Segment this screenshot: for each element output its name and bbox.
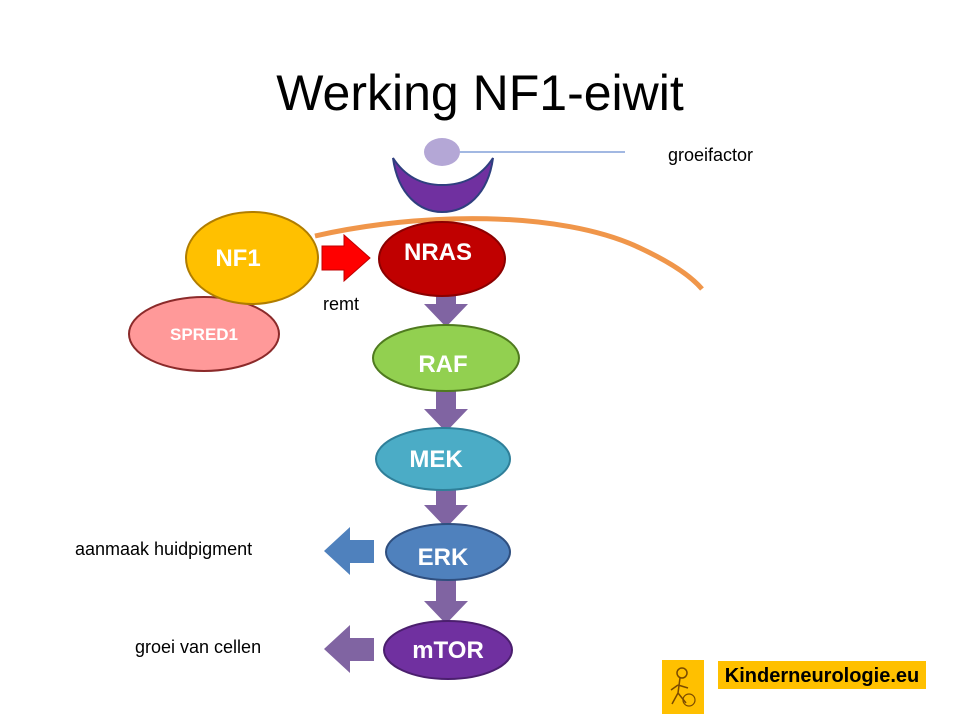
cell-membrane [314,216,704,291]
nras-label: NRAS [404,239,472,266]
erk-label: ERK [418,544,469,571]
slide-title: Werking NF1-eiwit [276,65,684,121]
inhibit-label: remt [323,294,359,314]
receptor [392,157,494,214]
arrow-erk-mtor [424,578,468,624]
nf1-node [185,211,319,305]
pigment-label: aanmaak huidpigment [75,539,252,559]
mek-node [375,427,511,491]
brand-logo-icon [662,660,704,714]
brand-banner [718,661,926,689]
mek-label: MEK [409,446,463,473]
inhibit-arrow [321,233,371,283]
growth-factor [424,138,460,166]
cell-growth-label: groei van cellen [135,637,261,657]
nf1-label: NF1 [215,245,260,272]
nras-node [378,221,506,297]
spred1-node [128,296,280,372]
arrow-nras-raf [424,281,468,327]
mtor-label: mTOR [412,637,484,664]
arrow-mtor-output [324,625,374,673]
arrow-mek-erk [424,482,468,528]
arrow-raf-mek [424,386,468,432]
arrow-erk-output [324,527,374,575]
growth-factor-label: groeifactor [668,145,753,165]
raf-node [372,324,520,392]
mtor-node [383,620,513,680]
erk-node [385,523,511,581]
brand-name: Kinderneurologie.eu [725,665,919,687]
spred1-label: SPRED1 [170,325,238,344]
raf-label: RAF [418,351,467,378]
